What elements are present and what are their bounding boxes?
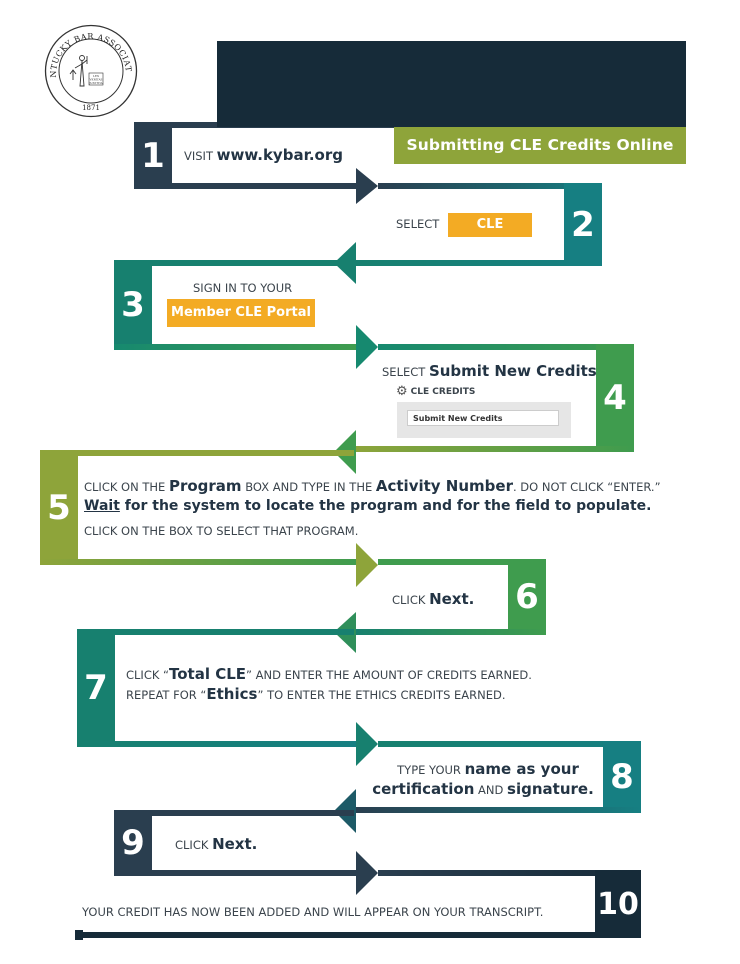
step-4-number: 4 — [603, 378, 627, 418]
step-7-frame — [77, 629, 378, 766]
wait-word: Wait — [84, 498, 120, 514]
step-4-bold: Submit New Credits — [428, 362, 597, 380]
step-5-line-1: CLICK ON THE Program BOX AND TYPE IN THE… — [84, 477, 661, 495]
step-8-number: 8 — [610, 757, 634, 797]
step-1-number: 1 — [141, 135, 165, 176]
step-8-frame — [334, 741, 641, 833]
step-4-frame — [334, 344, 634, 474]
activity-number-label: Activity Number — [375, 477, 513, 495]
step-10-text: YOUR CREDIT HAS NOW BEEN ADDED AND WILL … — [82, 905, 544, 919]
ethics-label: Ethics — [206, 685, 258, 703]
step-5-frame — [40, 450, 378, 587]
step-6-prefix: CLICK — [392, 593, 430, 607]
step-3-text: SIGN IN TO YOUR — [193, 281, 293, 295]
svg-text:JUSTITIA: JUSTITIA — [88, 81, 103, 85]
step-8-line-2: certification AND signature. — [368, 780, 598, 798]
arrow-1-to-2 — [172, 168, 378, 204]
step-2-frame — [334, 183, 602, 284]
step-7-line-1: CLICK “Total CLE” AND ENTER THE AMOUNT O… — [126, 665, 532, 683]
submit-new-credits-button[interactable]: Submit New Credits — [407, 410, 559, 426]
cle-credits-label: ⚙ CLE CREDITS — [396, 385, 475, 398]
total-cle-label: Total CLE — [169, 665, 247, 683]
cle-button[interactable]: CLE — [448, 213, 532, 237]
step-7-l1c: ” AND ENTER THE AMOUNT OF CREDITS EARNED… — [246, 668, 532, 682]
member-cle-portal-button[interactable]: Member CLE Portal — [167, 299, 315, 327]
step-9-number: 9 — [121, 823, 145, 863]
svg-text:LEX: LEX — [93, 74, 99, 78]
step-2-number: 2 — [571, 204, 595, 245]
next-button-label-2: Next. — [212, 835, 258, 853]
certification-word: certification — [372, 780, 475, 798]
signature-word: signature. — [507, 780, 594, 798]
step-5-l1e: . DO NOT CLICK “ENTER.” — [512, 480, 661, 494]
step-5-line-2: Wait for the system to locate the progra… — [84, 498, 652, 514]
step-3-number: 3 — [121, 285, 145, 325]
step-5-l2b: for the system to locate the program and… — [119, 498, 652, 514]
step-4-prefix: SELECT — [382, 365, 429, 379]
step-9-text: CLICK Next. — [175, 835, 257, 853]
step-7-l1a: CLICK “ — [126, 668, 170, 682]
step-5-line-3: CLICK ON THE BOX TO SELECT THAT PROGRAM. — [84, 524, 359, 538]
step-10-frame — [75, 870, 641, 940]
step-2-text: SELECT — [396, 217, 440, 231]
step-7-l2c: ” TO ENTER THE ETHICS CREDITS EARNED. — [257, 688, 506, 702]
step-7-l2a: REPEAT FOR “ — [126, 688, 207, 702]
header-banner — [217, 41, 686, 127]
step-6-text: CLICK Next. — [392, 590, 474, 608]
gear-icon: ⚙ — [396, 384, 408, 399]
step-5-number: 5 — [47, 487, 71, 528]
kentucky-bar-seal-logo: KENTUCKY BAR ASSOCIATION LEX VERITAS JUS… — [44, 24, 138, 118]
step-8-l2b: AND — [474, 783, 508, 797]
page-title: Submitting CLE Credits Online — [394, 127, 686, 164]
step-1-prefix: VISIT — [184, 149, 217, 163]
step-9-prefix: CLICK — [175, 838, 213, 852]
mock-panel: Submit New Credits — [397, 402, 571, 438]
step-9-frame — [114, 810, 378, 895]
step-7-number: 7 — [84, 668, 108, 708]
next-button-label: Next. — [429, 590, 475, 608]
step-5-l1a: CLICK ON THE — [84, 480, 169, 494]
step-10-number: 10 — [597, 886, 639, 922]
step-6-number: 6 — [515, 577, 539, 617]
program-box-label: Program — [168, 477, 242, 495]
step-8-l1b: name as your — [464, 760, 579, 778]
step-5-l1c: BOX AND TYPE IN THE — [241, 480, 376, 494]
website-link[interactable]: www.kybar.org — [216, 146, 343, 164]
step-4-text: SELECT Submit New Credits — [382, 362, 597, 380]
cle-credits-text: CLE CREDITS — [410, 386, 476, 397]
step-7-line-2: REPEAT FOR “Ethics” TO ENTER THE ETHICS … — [126, 685, 506, 703]
step-8-l1a: TYPE YOUR — [397, 763, 465, 777]
step-1-text: VISIT www.kybar.org — [184, 146, 343, 164]
svg-text:1871: 1871 — [82, 104, 100, 112]
step-8-line-1: TYPE YOUR name as your — [378, 760, 598, 778]
svg-text:VERITAS: VERITAS — [89, 78, 103, 82]
step-3-frame — [114, 260, 378, 369]
